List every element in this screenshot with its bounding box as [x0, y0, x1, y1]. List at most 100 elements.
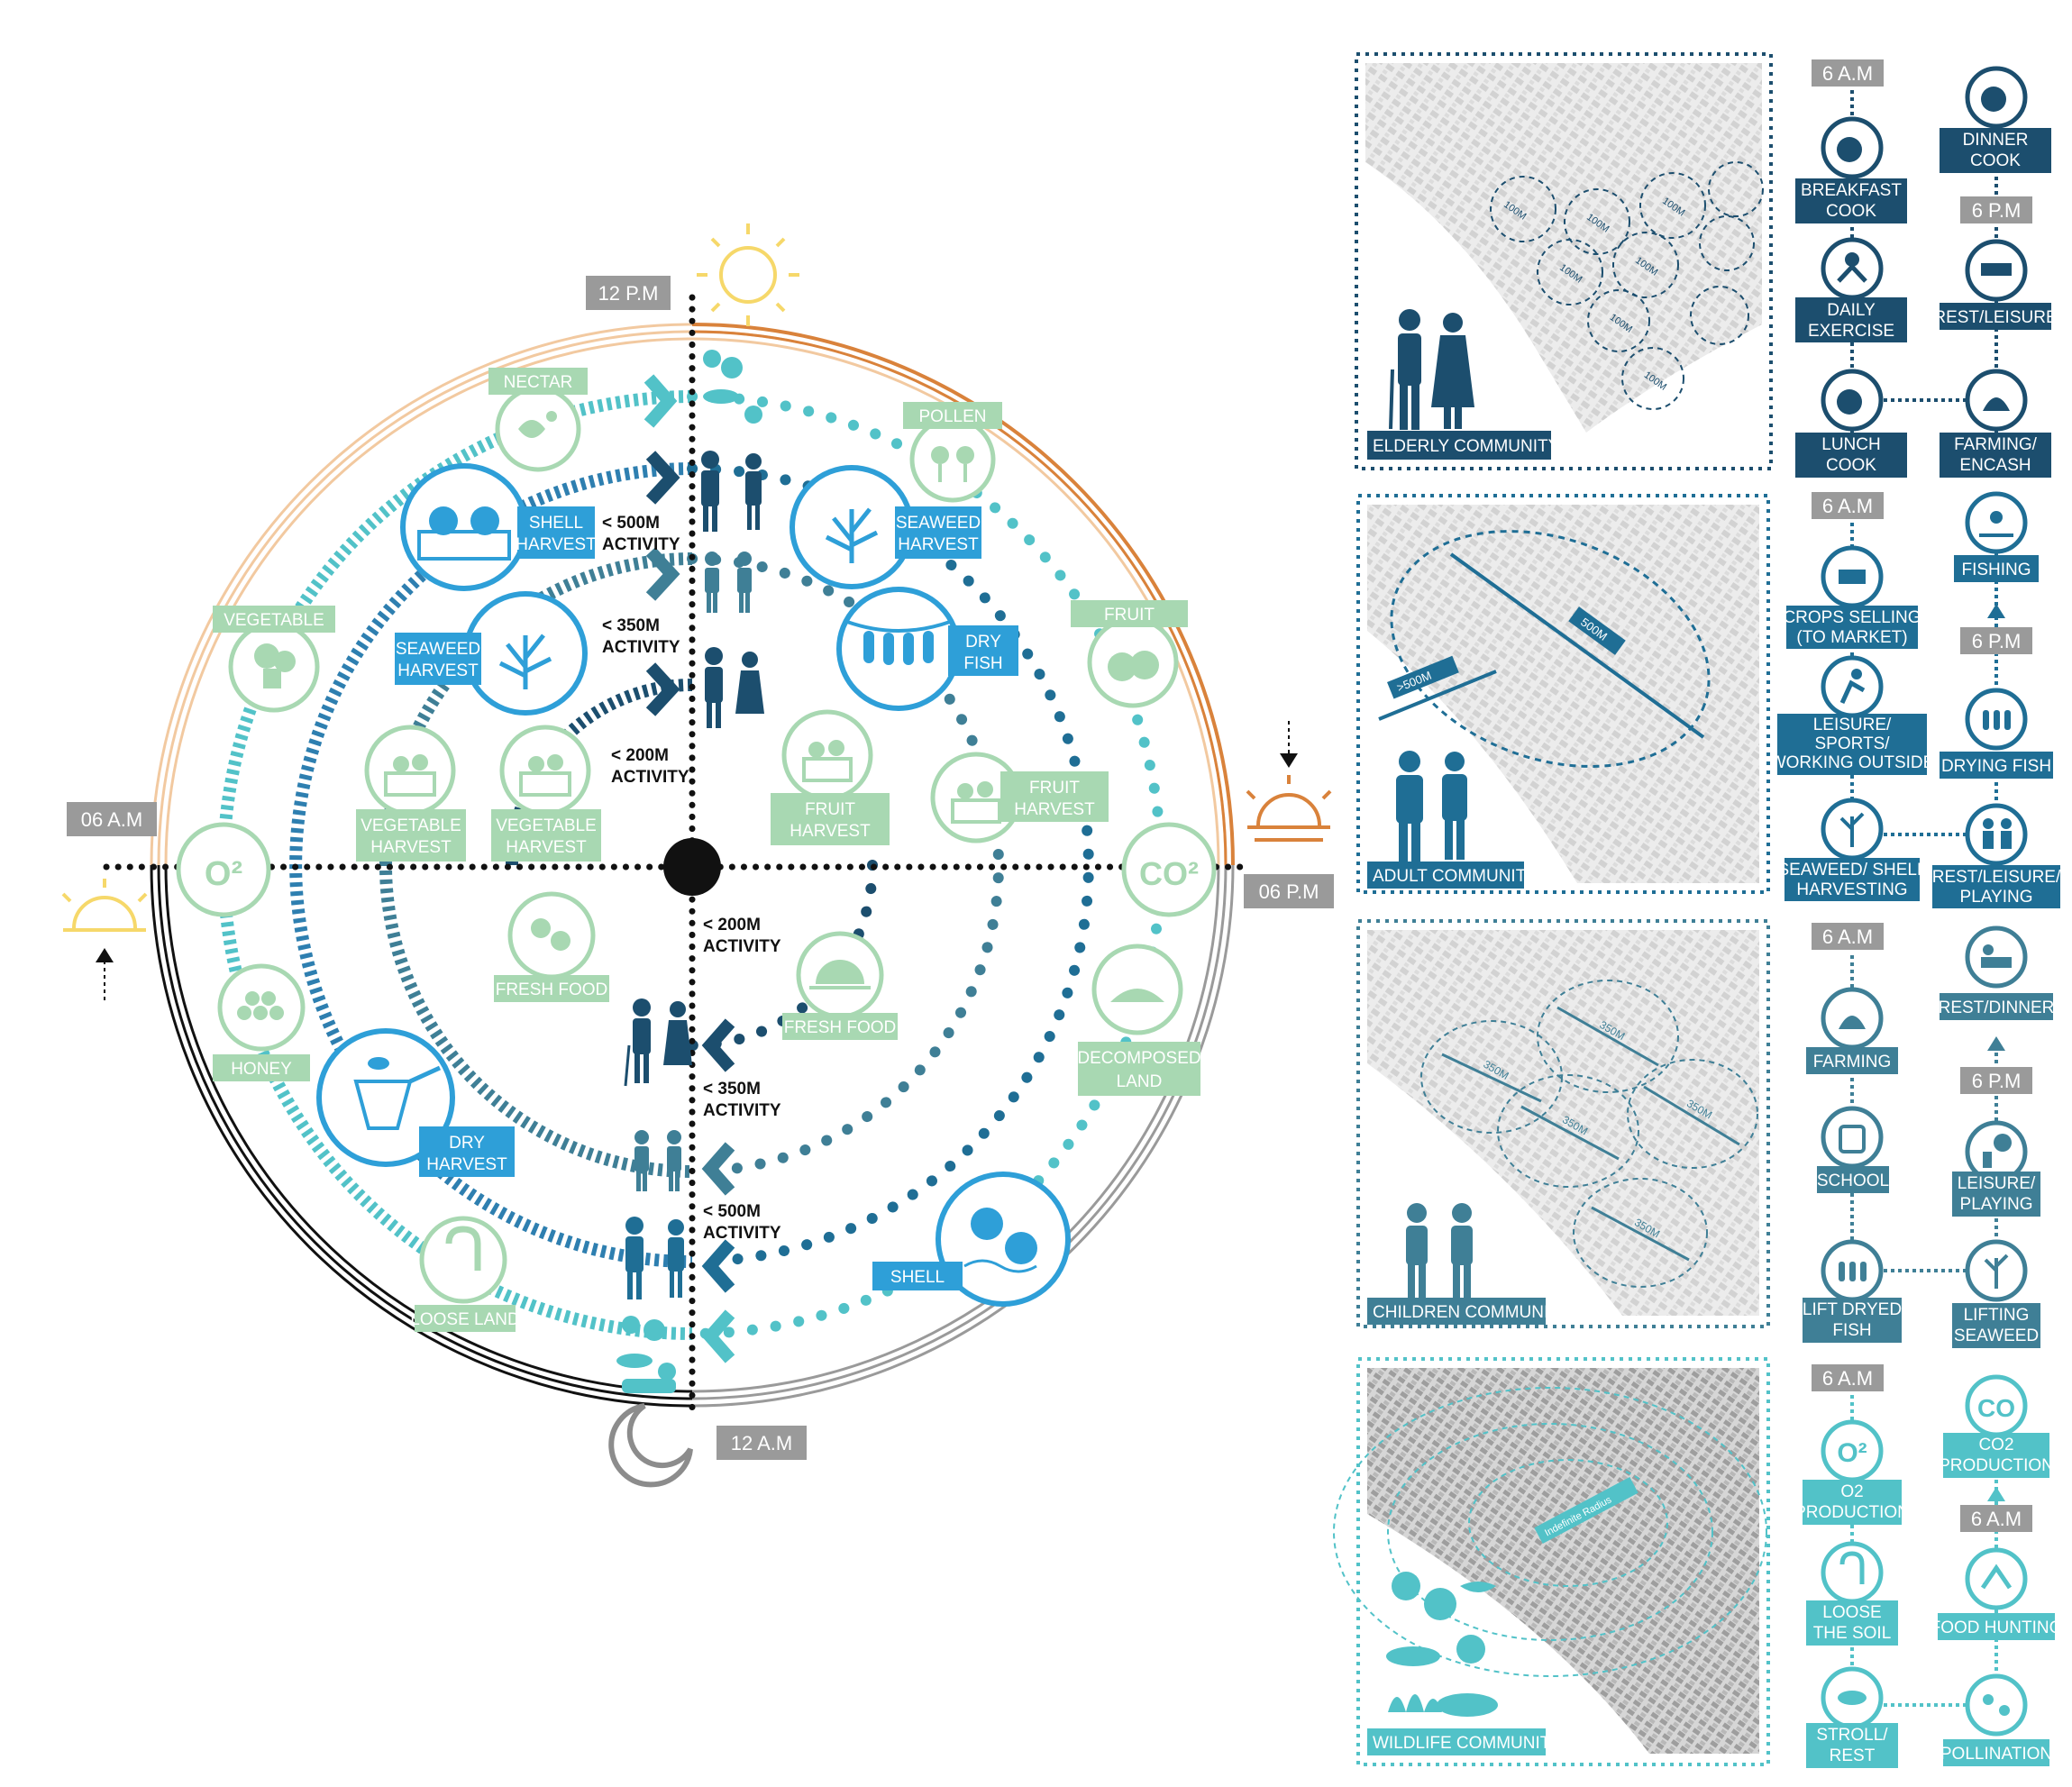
time-midnight: 12 A.M: [717, 1426, 807, 1460]
svg-text:06 A.M: 06 A.M: [81, 808, 142, 831]
time-morning: 06 A.M: [67, 802, 157, 836]
chevron-icon-bot3: [701, 1239, 735, 1293]
wildlife-icon-bottom: [616, 1316, 676, 1393]
ring-dash-inner: [379, 552, 693, 1178]
activity-label-350-bottom: < 350M ACTIVITY: [703, 1080, 781, 1120]
svg-text:ACTIVITY: ACTIVITY: [611, 768, 689, 787]
svg-text:CO: CO: [1977, 1394, 2015, 1422]
svg-text:FISH: FISH: [1832, 1321, 1871, 1340]
sunrise-arrow-icon: [96, 948, 114, 1000]
svg-text:FISH: FISH: [963, 654, 1002, 673]
svg-text:ACTIVITY: ACTIVITY: [703, 1101, 781, 1120]
node-honey: HONEY: [213, 963, 310, 1081]
svg-text:HARVEST: HARVEST: [370, 838, 452, 857]
node-vegetable: VEGETABLE: [213, 606, 335, 713]
node-fruit-harvest-1: FRUIT HARVEST: [771, 709, 890, 845]
svg-text:PRODUCTION: PRODUCTION: [1794, 1503, 1910, 1522]
svg-text:VEGETABLE: VEGETABLE: [361, 816, 461, 835]
svg-text:SEAWEED: SEAWEED: [1954, 1327, 2039, 1345]
node-vegetable-harvest-2: VEGETABLE HARVEST: [491, 725, 601, 862]
svg-text:FRUIT: FRUIT: [1029, 779, 1080, 798]
svg-text:HARVEST: HARVEST: [790, 822, 871, 841]
node-shell: SHELL: [872, 1172, 1071, 1307]
svg-text:6 A.M: 6 A.M: [1822, 925, 1873, 948]
svg-text:REST/LEISURE/: REST/LEISURE/: [1932, 868, 2061, 887]
svg-text:PLAYING: PLAYING: [1960, 888, 2033, 907]
svg-text:< 200M: < 200M: [611, 746, 669, 765]
svg-text:ACTIVITY: ACTIVITY: [602, 638, 680, 657]
node-fruit: FRUIT: [1071, 600, 1188, 708]
chevron-icon-bot2: [701, 1142, 735, 1196]
svg-text:ACTIVITY: ACTIVITY: [703, 937, 781, 956]
svg-text:DECOMPOSED: DECOMPOSED: [1077, 1049, 1200, 1068]
svg-text:COOK: COOK: [1826, 456, 1876, 475]
svg-text:VEGETABLE: VEGETABLE: [224, 611, 324, 630]
chevron-icon-top2: [645, 451, 680, 505]
svg-text:DINNER: DINNER: [1963, 131, 2029, 150]
svg-text:DRY: DRY: [449, 1134, 485, 1153]
node-vegetable-harvest-1: VEGETABLE HARVEST: [356, 725, 466, 862]
svg-text:6 P.M: 6 P.M: [1972, 630, 2022, 652]
sunrise-icon: [61, 879, 148, 932]
sunset-icon: [1246, 775, 1332, 842]
svg-text:REST/DINNER: REST/DINNER: [1939, 998, 2055, 1017]
svg-text:WILDLIFE COMMUNITY: WILDLIFE COMMUNITY: [1373, 1734, 1562, 1753]
svg-text:LIFT DRYED: LIFT DRYED: [1803, 1300, 1902, 1319]
node-decomposed-land: DECOMPOSED LAND: [1077, 944, 1201, 1096]
svg-text:CO2: CO2: [1978, 1436, 2013, 1454]
svg-text:HARVEST: HARVEST: [516, 535, 597, 554]
svg-text:LEISURE/: LEISURE/: [1813, 716, 1892, 734]
svg-text:LUNCH: LUNCH: [1821, 435, 1880, 454]
svg-text:(TO MARKET): (TO MARKET): [1796, 628, 1907, 647]
svg-text:FOOD HUNTING: FOOD HUNTING: [1931, 1618, 2063, 1637]
node-fresh-food-1: FRESH FOOD: [494, 891, 609, 1002]
svg-text:O2: O2: [1840, 1482, 1863, 1501]
chevron-icon-top1: [644, 374, 678, 428]
center-point: [663, 838, 721, 896]
svg-text:FARMING/: FARMING/: [1954, 435, 2038, 454]
radial-diagram: 12 P.M 06 A.M 06 P.M 12 A.M: [61, 223, 1334, 1488]
svg-text:12 A.M: 12 A.M: [731, 1432, 792, 1454]
moon-icon: [608, 1403, 693, 1488]
node-seaweed-harvest-left: SEAWEED HARVEST: [395, 591, 588, 716]
svg-text:REST/LEISURE: REST/LEISURE: [1933, 308, 2057, 327]
people-icon-elderly-bottom: [624, 998, 692, 1087]
svg-text:CO²: CO²: [1139, 855, 1199, 892]
time-evening: 06 P.M: [1244, 874, 1334, 908]
people-icon-elderly-top: [705, 647, 764, 728]
people-icon-children-bottom: [634, 1130, 681, 1191]
node-fresh-food-2: FRESH FOOD: [782, 931, 898, 1040]
svg-text:6 P.M: 6 P.M: [1972, 1070, 2022, 1092]
svg-text:BREAKFAST: BREAKFAST: [1801, 181, 1902, 200]
svg-text:STROLL/: STROLL/: [1816, 1726, 1888, 1745]
svg-text:SEAWEED/ SHELL: SEAWEED/ SHELL: [1777, 861, 1926, 880]
svg-text:NECTAR: NECTAR: [504, 373, 573, 392]
svg-text:SHELL: SHELL: [890, 1268, 945, 1287]
activity-label-200-top: < 200M ACTIVITY: [611, 746, 689, 787]
svg-text:< 200M: < 200M: [703, 916, 761, 935]
chevron-icon-top3: [645, 547, 680, 601]
sun-icon: [697, 223, 799, 326]
svg-text:6 A.M: 6 A.M: [1822, 495, 1873, 517]
map-panel-adult: 500M >500M ADULT COMMUNITY: [1356, 494, 1770, 894]
people-icon-adult-bottom: [625, 1217, 684, 1299]
people-icon-children-top: [705, 552, 752, 613]
svg-text:FRESH FOOD: FRESH FOOD: [496, 980, 608, 999]
svg-text:CROPS SELLING: CROPS SELLING: [1783, 608, 1921, 627]
svg-text:FRUIT: FRUIT: [1104, 606, 1155, 625]
people-icon-adult-top: [701, 451, 762, 532]
svg-text:LIFTING: LIFTING: [1964, 1306, 2030, 1325]
svg-text:LEISURE/: LEISURE/: [1958, 1174, 2036, 1193]
node-shell-harvest: SHELL HARVEST: [400, 463, 597, 591]
map-panel-children: 350M 350M 350M 350M 350M CHILDREN COMMUN…: [1356, 919, 1770, 1328]
svg-text:PRODUCTION: PRODUCTION: [1939, 1456, 2054, 1475]
svg-text:O²: O²: [1837, 1438, 1867, 1468]
svg-text:O²: O²: [205, 855, 242, 893]
svg-text:SCHOOL: SCHOOL: [1817, 1172, 1889, 1190]
svg-text:LOOSE LAND: LOOSE LAND: [410, 1310, 519, 1329]
svg-text:6 A.M: 6 A.M: [1822, 62, 1873, 85]
wildlife-animals-icon: [1386, 1572, 1498, 1717]
svg-text:< 500M: < 500M: [602, 514, 660, 533]
svg-text:ELDERLY COMMUNITY: ELDERLY COMMUNITY: [1373, 437, 1560, 456]
